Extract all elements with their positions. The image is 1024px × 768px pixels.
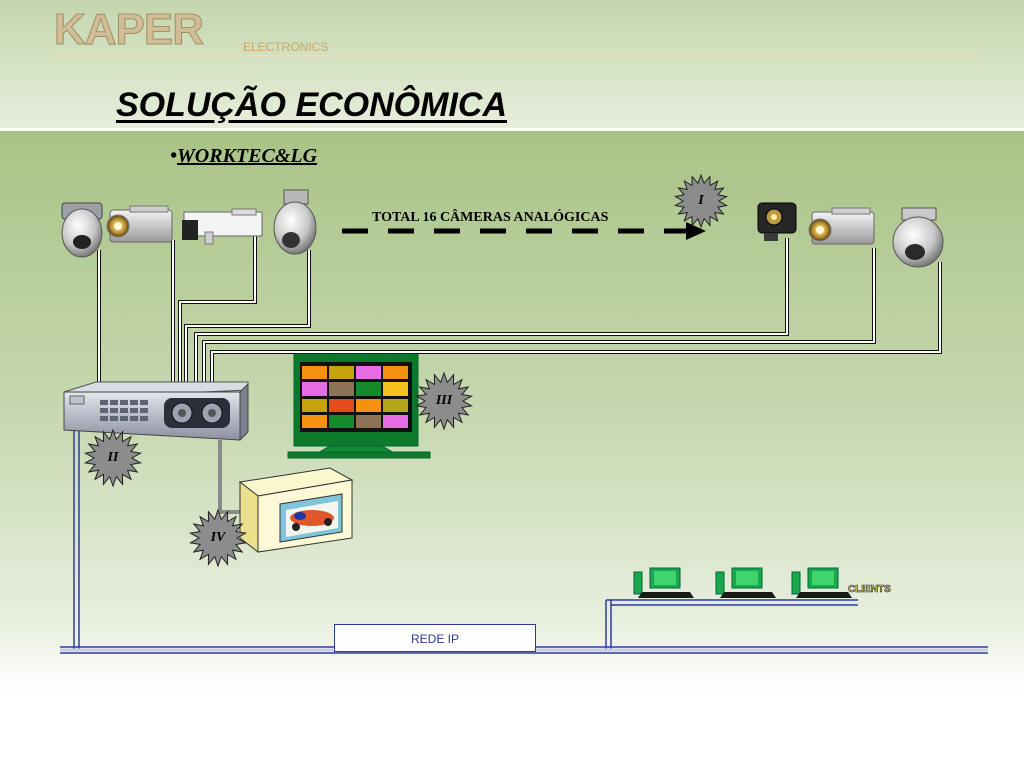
multiview-monitor-icon <box>287 353 431 459</box>
badge-label-iv: IV <box>210 530 226 545</box>
box-camera-icon-2 <box>808 207 875 245</box>
client-pc-icon-3 <box>791 567 852 598</box>
badge-burst-ii <box>83 428 143 488</box>
client-pc-icon-1 <box>633 567 694 598</box>
bullet-text: WORKTEC&LG <box>177 145 318 167</box>
camera-cables <box>97 232 942 388</box>
camera-expansion-arrow <box>342 222 706 240</box>
badge-burst-i <box>674 173 728 229</box>
clients-label: CLIENTS <box>848 584 891 596</box>
dome-camera-icon-2 <box>892 207 944 268</box>
header-rule <box>52 55 980 57</box>
speed-dome-camera-icon <box>273 189 317 255</box>
badge-label-iii: III <box>435 393 453 408</box>
client-pc-icon-2 <box>715 567 776 598</box>
badge-burst-iv <box>188 508 248 568</box>
box-camera-icon <box>106 205 173 243</box>
mini-camera-icon <box>757 202 797 241</box>
slide-title: SOLUÇÃO ECONÔMICA <box>116 86 507 124</box>
bullet-item: •WORKTEC&LG <box>170 145 317 168</box>
dome-camera-icon <box>61 202 103 258</box>
dvr-recorder-icon <box>63 381 249 442</box>
header-band <box>0 0 1024 128</box>
badge-label-i: I <box>698 193 704 208</box>
bullet-camera-icon <box>182 208 263 245</box>
ip-network-box: REDE IP <box>334 624 536 652</box>
cameras-total-label: TOTAL 16 CÂMERAS ANALÓGICAS <box>372 210 609 225</box>
monitor-tiles <box>302 366 408 428</box>
crt-monitor-icon <box>238 467 354 554</box>
badge-burst-iii <box>414 371 474 431</box>
kaper-logo: KAPER <box>53 5 204 54</box>
badge-label-ii: II <box>107 450 119 465</box>
header-separator <box>0 128 1024 131</box>
logo-subtitle: ELECTRONICS <box>243 40 329 54</box>
bullet: • <box>170 145 178 167</box>
